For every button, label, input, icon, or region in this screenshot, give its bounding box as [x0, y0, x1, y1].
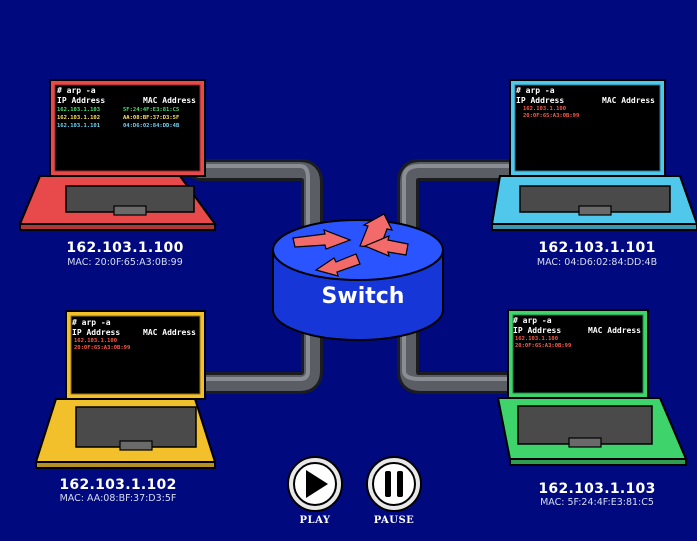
column-mac-header: MAC Address [143, 96, 196, 105]
terminal-host-3: # arp -a IP Address MAC Address 162.103.1… [72, 318, 200, 393]
column-mac-header: MAC Address [588, 326, 641, 335]
host-mac-label: MAC: AA:08:BF:37:D3:5F [59, 493, 177, 504]
arp-entry-mac: 20:0F:65:A3:0B:99 [515, 343, 572, 349]
laptop-host-1 [18, 79, 217, 231]
column-ip-header: IP Address [57, 96, 106, 105]
terminal-host-4: # arp -a IP Address MAC Address 162.103.1… [513, 316, 645, 391]
host-mac-label: MAC: 20:0F:65:A3:0B:99 [67, 257, 183, 268]
switch-arrows [292, 213, 409, 277]
host-ip-label: 162.103.1.102 [59, 477, 177, 493]
terminal-command: # arp -a [57, 86, 96, 95]
laptop-touchpad [119, 440, 153, 451]
arp-entry-mac: 5F:24:4F:E3:81:C5 [123, 107, 180, 113]
column-ip-header: IP Address [516, 96, 565, 105]
laptop-host-3 [34, 310, 217, 469]
terminal-command: # arp -a [513, 316, 552, 325]
laptop-screen [514, 84, 661, 172]
laptop-screen [512, 314, 644, 394]
terminal-command: # arp -a [516, 86, 555, 95]
arp-entry-mac: 04:D6:02:84:DD:4B [123, 123, 180, 129]
laptop-touchpad [113, 205, 147, 216]
play-label: PLAY [299, 515, 331, 526]
host-mac-label: MAC: 04:D6:02:84:DD:4B [536, 257, 658, 268]
column-mac-header: MAC Address [602, 96, 655, 105]
column-mac-header: MAC Address [143, 328, 196, 337]
play-button[interactable] [287, 456, 343, 512]
column-ip-header: IP Address [72, 328, 121, 337]
laptop-touchpad [578, 205, 612, 216]
host-ip-label: 162.103.1.100 [66, 240, 184, 256]
host-ip-label: 162.103.1.101 [538, 240, 656, 256]
laptop-keyboard [75, 406, 197, 448]
arp-entry-ip: 162.103.1.101 [57, 123, 101, 129]
laptop-screen [54, 84, 201, 172]
column-ip-header: IP Address [513, 326, 562, 335]
play-icon [306, 470, 328, 498]
arp-entry-ip: 162.103.1.100 [74, 338, 118, 344]
arp-entry-ip: 162.103.1.100 [515, 336, 559, 342]
host-ip-label: 162.103.1.103 [538, 481, 656, 497]
arp-entry-ip: 162.103.1.100 [523, 106, 567, 112]
pause-label: PAUSE [373, 515, 415, 526]
terminal-command: # arp -a [72, 318, 111, 327]
host-mac-label: MAC: 5F:24:4F:E3:81:C5 [540, 497, 654, 508]
switch [272, 213, 444, 341]
arp-entry-mac: 20:0F:65:A3:0B:99 [74, 345, 131, 351]
pause-button[interactable] [366, 456, 422, 512]
terminal-host-1: # arp -a IP Address MAC Address 162.103.1… [57, 86, 200, 168]
cables [189, 159, 523, 394]
arp-entry-ip: 162.103.1.102 [57, 115, 101, 121]
laptop-touchpad [568, 437, 602, 448]
laptop-host-2 [490, 79, 697, 231]
arp-entry-mac: AA:08:BF:37:D3:5F [123, 115, 180, 121]
pause-icon [385, 471, 403, 497]
laptop-screen [70, 315, 201, 395]
arp-entry-ip: 162.103.1.103 [57, 107, 101, 113]
laptop-host-4 [496, 309, 688, 466]
terminal-host-2: # arp -a IP Address MAC Address 162.103.1… [516, 86, 659, 168]
switch-label: Switch [321, 284, 405, 309]
arp-entry-mac: 20:0F:65:A3:0B:99 [523, 113, 580, 119]
